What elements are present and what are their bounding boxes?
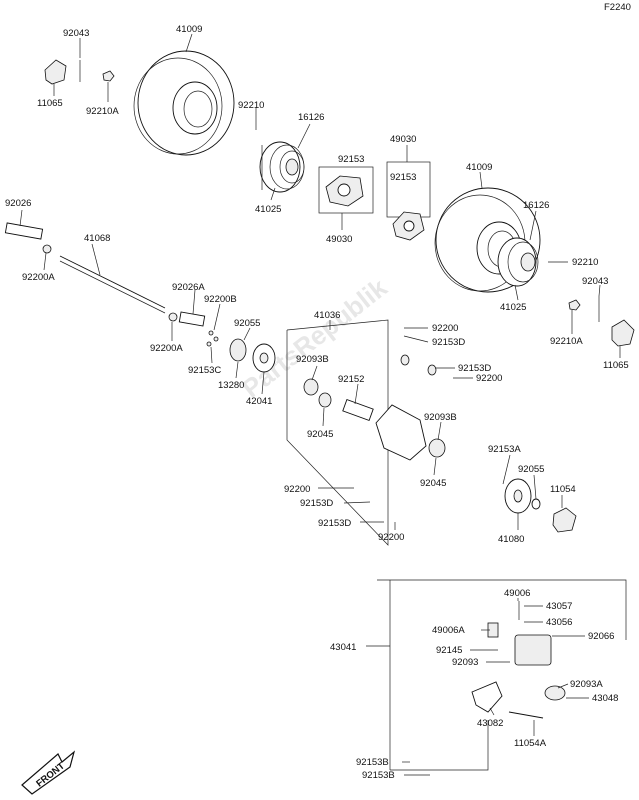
- nut-92210A-left: [102, 70, 115, 82]
- axle-41068: [4, 222, 206, 327]
- callout-49030-left: 49030: [326, 234, 352, 245]
- callout-49006: 49006: [504, 588, 530, 599]
- front-arrow: FRONT: [21, 750, 76, 795]
- callout-92153-right: 92153: [390, 172, 416, 183]
- callout-11065-left: 11065: [37, 98, 63, 109]
- callout-92153D-c: 92153D: [300, 498, 333, 509]
- callout-49006A: 49006A: [432, 625, 465, 636]
- callout-11065-right: 11065: [603, 360, 629, 371]
- right-hub: [386, 161, 431, 241]
- callout-11054A: 11054A: [514, 738, 547, 749]
- callout-92153B-a: 92153B: [356, 757, 389, 768]
- callout-43057: 43057: [546, 601, 572, 612]
- brake-disc-41080: [504, 478, 577, 533]
- caliper-43041: [377, 579, 627, 771]
- figure-code: F2240: [604, 2, 631, 13]
- leader-lines: [19, 33, 621, 776]
- callout-43082: 43082: [477, 718, 503, 729]
- callout-92200-c: 92200: [284, 484, 310, 495]
- left-rim: [259, 141, 305, 193]
- callout-92093B-left: 92093B: [296, 354, 329, 365]
- callout-92153D-d: 92153D: [318, 518, 351, 529]
- callout-92200-a: 92200: [432, 323, 458, 334]
- callout-92153D-b: 92153D: [458, 363, 491, 374]
- callout-16126-right: 16126: [523, 200, 549, 211]
- left-wheel-nut-11065: [44, 59, 67, 85]
- left-hub: [318, 166, 374, 214]
- callout-92093B-right: 92093B: [424, 412, 457, 423]
- left-tire: [133, 50, 235, 156]
- callout-92200B: 92200B: [204, 294, 237, 305]
- callout-92145: 92145: [436, 645, 462, 656]
- callout-92200A-upper: 92200A: [22, 272, 55, 283]
- callout-41068: 41068: [84, 233, 110, 244]
- callout-49030-right: 49030: [390, 134, 416, 145]
- callout-42041: 42041: [246, 396, 272, 407]
- callout-16126-left: 16126: [298, 112, 324, 123]
- callout-92210-left: 92210: [238, 100, 264, 111]
- right-wheel-nut-11065: [611, 319, 635, 347]
- callout-92153-left: 92153: [338, 154, 364, 165]
- hub-sprocket: [206, 330, 276, 373]
- right-rim: [497, 237, 539, 287]
- callout-41025-right: 41025: [500, 302, 526, 313]
- callout-92093A: 92093A: [570, 679, 603, 690]
- callout-labels: 41009 92043 11065 92210A 92210 16126 410…: [5, 24, 629, 781]
- callout-92055-left: 92055: [234, 318, 260, 329]
- callout-92153B-b: 92153B: [362, 770, 395, 781]
- nut-92210A-right: [568, 299, 581, 311]
- callout-92200-b: 92200: [476, 373, 502, 384]
- callout-92026A: 92026A: [172, 282, 205, 293]
- callout-92045-right: 92045: [420, 478, 446, 489]
- callout-92045-left: 92045: [307, 429, 333, 440]
- callout-41080: 41080: [498, 534, 524, 545]
- callout-92210A-right: 92210A: [550, 336, 583, 347]
- callout-92210-right: 92210: [572, 257, 598, 268]
- callout-92026: 92026: [5, 198, 31, 209]
- callout-41025-left: 41025: [255, 204, 281, 215]
- callout-92210A-left: 92210A: [86, 106, 119, 117]
- callout-41009-right: 41009: [466, 162, 492, 173]
- callout-92200A-lower: 92200A: [150, 343, 183, 354]
- callout-13280: 13280: [218, 380, 244, 391]
- callout-92055-right: 92055: [518, 464, 544, 475]
- callout-92043-left: 92043: [63, 28, 89, 39]
- callout-43041: 43041: [330, 642, 356, 653]
- callout-11054: 11054: [550, 484, 576, 495]
- callout-41036: 41036: [314, 310, 340, 321]
- carrier-41036: [286, 319, 446, 546]
- callout-92200-d: 92200: [378, 532, 404, 543]
- callout-92153A: 92153A: [488, 444, 521, 455]
- callout-92066: 92066: [588, 631, 614, 642]
- callout-92153C: 92153C: [188, 365, 221, 376]
- callout-92093: 92093: [452, 657, 478, 668]
- callout-92153D-a: 92153D: [432, 337, 465, 348]
- callout-43048: 43048: [592, 693, 618, 704]
- callout-92043-right: 92043: [582, 276, 608, 287]
- callout-41009-left: 41009: [176, 24, 202, 35]
- callout-43056: 43056: [546, 617, 572, 628]
- callout-92152: 92152: [338, 374, 364, 385]
